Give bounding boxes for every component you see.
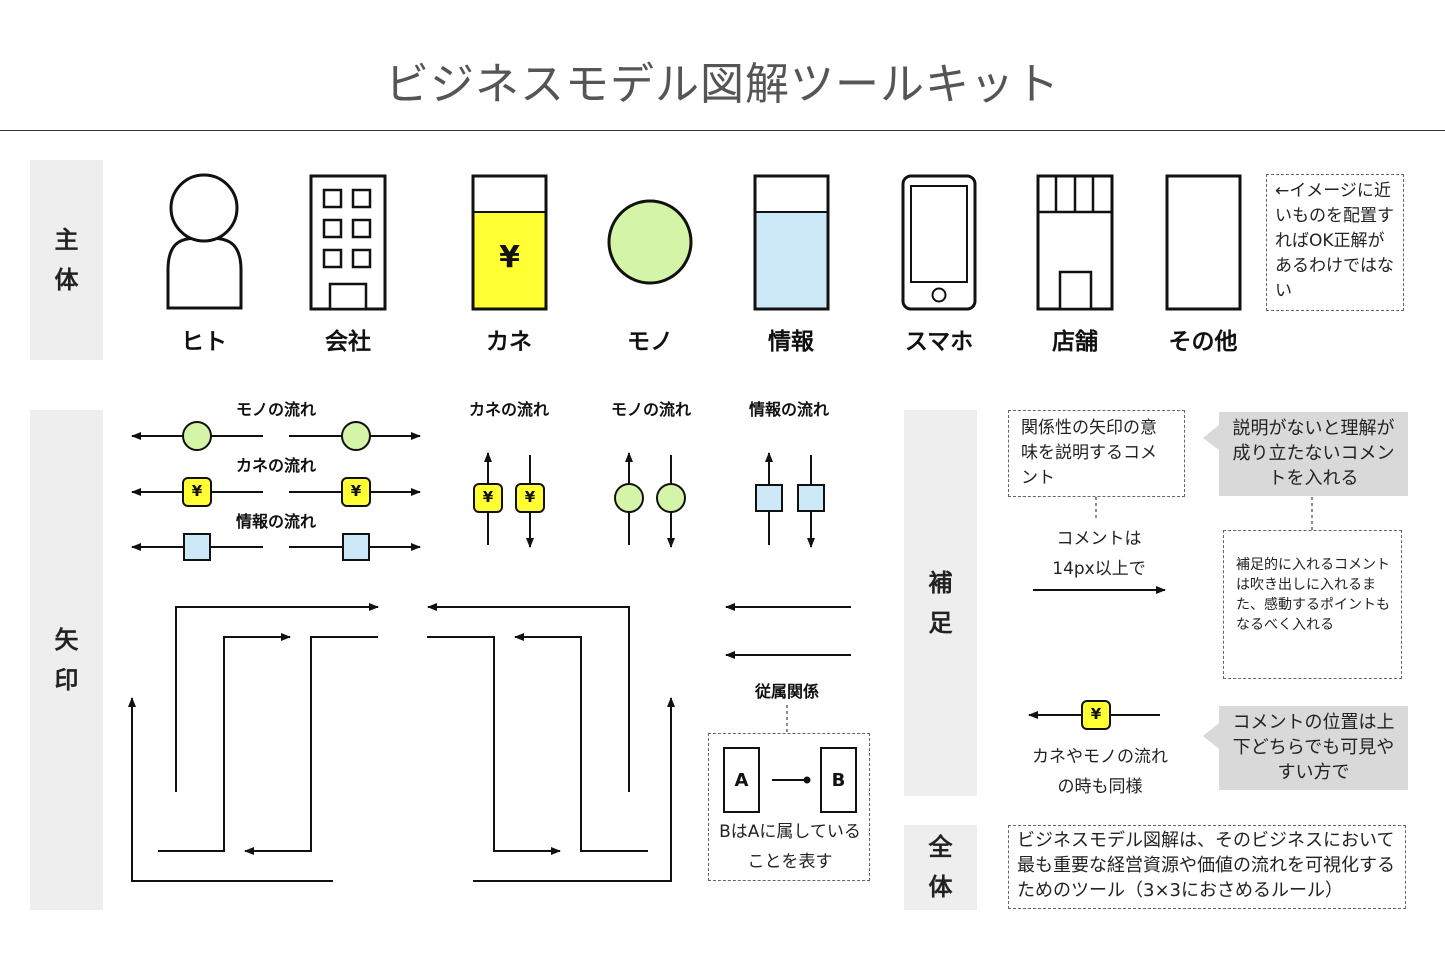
relation-comment-note: 関係性の矢印の意味を説明するコメント bbox=[1008, 410, 1185, 497]
comment-size-label: コメントは14px以上で bbox=[1052, 529, 1146, 579]
flow-label-info-horizontal: 情報の流れ bbox=[235, 512, 316, 531]
yen-badge: ¥ bbox=[350, 482, 362, 500]
other-icon bbox=[1165, 174, 1242, 311]
actor-label-person: ヒト bbox=[181, 329, 227, 355]
band-actors bbox=[30, 160, 103, 360]
subordinate-a: A bbox=[734, 770, 749, 791]
actor-note: ←イメージに近いものを配置すればOK正解があるわけではない bbox=[1266, 174, 1404, 311]
subordinate-b: B bbox=[831, 770, 846, 791]
store-icon bbox=[1036, 174, 1114, 311]
goods-circle-icon bbox=[607, 199, 693, 285]
band-label-overall: 全体 bbox=[928, 833, 953, 901]
yen-badge: ¥ bbox=[1090, 705, 1102, 723]
subordinate-caption: BはAに属していることを表す bbox=[719, 822, 861, 872]
actor-label-smartphone: スマホ bbox=[904, 329, 974, 355]
flow-label-info-vertical: 情報の流れ bbox=[748, 400, 829, 419]
actor-label-other: その他 bbox=[1168, 329, 1238, 355]
actor-label-money: カネ bbox=[486, 329, 532, 355]
band-label-arrows: 矢印 bbox=[54, 626, 79, 694]
money-yen-mark: ¥ bbox=[499, 240, 520, 275]
flow-label-goods-vertical: モノの流れ bbox=[610, 400, 691, 419]
yen-badge: ¥ bbox=[191, 482, 203, 500]
money-goods-same-label: カネやモノの流れの時も同様 bbox=[1032, 747, 1168, 797]
title-divider bbox=[0, 130, 1445, 131]
page-title: ビジネスモデル図解ツールキット bbox=[385, 59, 1060, 110]
supplementary-comment-note: 補足的に入れるコメントは吹き出しに入れるまた、感動するポイントもなるべく入れる bbox=[1223, 530, 1402, 679]
information-icon bbox=[753, 174, 830, 311]
actor-label-store: 店舗 bbox=[1052, 329, 1098, 355]
yen-badge: ¥ bbox=[482, 488, 494, 506]
actor-label-company: 会社 bbox=[325, 329, 371, 355]
flow-label-goods-horizontal: モノの流れ bbox=[235, 400, 316, 419]
actor-label-information: 情報 bbox=[768, 329, 814, 355]
band-arrows bbox=[30, 410, 103, 910]
flow-label-money-horizontal: カネの流れ bbox=[235, 456, 316, 475]
overall-note: ビジネスモデル図解は、そのビジネスにおいて最も重要な経営資源や価値の流れを可視化… bbox=[1008, 825, 1406, 909]
band-label-actors: 主体 bbox=[54, 226, 79, 294]
band-overall bbox=[904, 825, 977, 910]
yen-badge: ¥ bbox=[524, 488, 536, 506]
money-icon bbox=[471, 174, 548, 311]
person-icon bbox=[166, 173, 243, 310]
company-building-icon bbox=[309, 174, 387, 311]
band-supplement bbox=[904, 410, 977, 796]
smartphone-icon bbox=[901, 174, 977, 311]
actor-label-goods: モノ bbox=[627, 329, 673, 355]
flow-label-money-vertical: カネの流れ bbox=[468, 400, 549, 419]
required-comment-callout: 説明がないと理解が成り立たないコメントを入れる bbox=[1219, 412, 1408, 496]
subordinate-title: 従属関係 bbox=[754, 682, 819, 701]
comment-position-callout: コメントの位置は上下どちらでも可見やすい方で bbox=[1219, 706, 1408, 790]
band-label-supplement: 補足 bbox=[928, 569, 953, 637]
